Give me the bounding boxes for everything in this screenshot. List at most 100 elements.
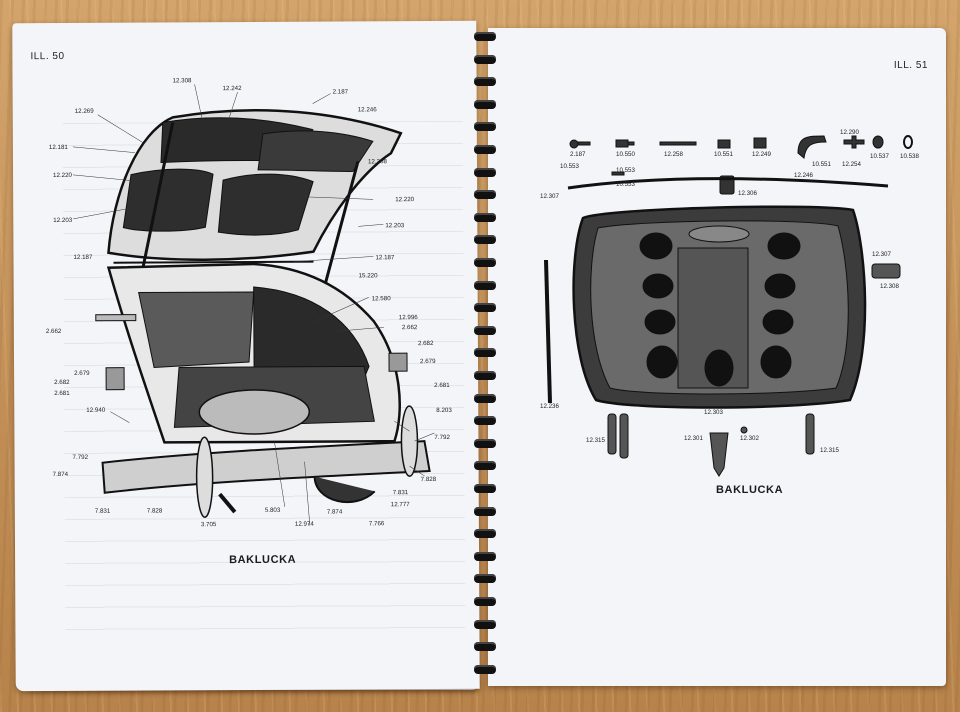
part-number-label: 12.269 xyxy=(75,108,95,115)
binding-coil xyxy=(474,574,496,584)
part-number-label: 7.828 xyxy=(147,507,163,514)
left-page: ILL. 50 xyxy=(12,20,480,692)
part-number-label: 12.974 xyxy=(295,521,315,528)
part-number-label: 12.777 xyxy=(391,501,411,508)
part-number-label: 12.203 xyxy=(53,217,73,224)
illustration-caption-right: BAKLUCKA xyxy=(716,484,784,496)
binding-coil xyxy=(474,258,496,267)
part-number-label: 10.538 xyxy=(900,153,919,160)
part-number-label: 12.187 xyxy=(375,254,395,261)
binding-coil xyxy=(474,619,496,629)
part-number-label: 12.254 xyxy=(842,161,861,168)
illustration-label-right: ILL. 51 xyxy=(893,60,928,71)
part-number-label: 12.246 xyxy=(358,106,378,113)
part-number-label: 12.187 xyxy=(73,254,93,261)
binding-coil xyxy=(474,597,496,606)
side-strut xyxy=(544,259,552,404)
binding-coil xyxy=(474,506,496,516)
binding-coil xyxy=(474,212,496,222)
part-number-label: 7.828 xyxy=(421,476,437,483)
open-trunk-lid xyxy=(107,108,403,328)
binding-coil xyxy=(474,438,496,448)
part-number-label: 10.553 xyxy=(616,181,635,188)
binding-coil xyxy=(474,99,496,109)
binding-coil xyxy=(474,145,496,154)
right-page: ILL. 51 xyxy=(488,28,946,686)
part-number-label: 12.203 xyxy=(385,222,405,229)
binding-coil xyxy=(474,642,496,652)
part-number-label: 12.249 xyxy=(752,151,771,158)
part-number-label: 12.580 xyxy=(372,295,392,302)
part-number-label: 7.874 xyxy=(53,471,69,478)
binding-coil xyxy=(474,551,496,561)
binding-coil xyxy=(474,32,496,41)
binding-coil xyxy=(474,371,496,380)
binding-coil xyxy=(474,54,496,64)
part-number-label: 2.187 xyxy=(333,88,349,95)
part-number-label: 12.308 xyxy=(173,77,193,84)
binding-coil xyxy=(474,348,496,358)
part-number-label: 12.996 xyxy=(399,314,419,321)
binding-coil xyxy=(474,529,496,539)
part-number-label: 15.220 xyxy=(359,272,379,279)
part-number-label: 12.301 xyxy=(684,435,703,442)
binding-coil xyxy=(474,393,496,403)
part-number-label: 12.303 xyxy=(704,409,723,416)
part-number-labels-right: 2.187 10.550 12.258 10.551 12.249 12.246… xyxy=(540,129,919,454)
part-number-label: 12.315 xyxy=(586,437,605,444)
part-number-label: 7.831 xyxy=(95,508,111,515)
illustration-caption-left: BAKLUCKA xyxy=(229,553,297,567)
part-number-label: 2.679 xyxy=(420,358,436,365)
binding-coil xyxy=(474,416,496,426)
part-number-label: 12.307 xyxy=(872,251,891,258)
car-rear-body xyxy=(95,262,431,518)
hardware-parts xyxy=(569,135,913,195)
binding-coil xyxy=(474,77,496,87)
part-number-label: 12.308 xyxy=(880,283,899,290)
part-number-label: 7.792 xyxy=(434,434,450,441)
part-number-label: 10.551 xyxy=(714,151,733,158)
part-number-label: 7.874 xyxy=(327,508,343,515)
trunk-lid-inner-panel xyxy=(572,205,867,409)
part-number-label: 2.662 xyxy=(402,324,418,331)
part-number-label: 2.681 xyxy=(54,390,70,397)
binding-coil xyxy=(474,664,496,674)
part-number-label: 2.187 xyxy=(570,151,586,158)
binding-coil xyxy=(474,303,496,313)
part-number-label: 12.940 xyxy=(86,407,106,414)
part-number-label: 12.306 xyxy=(738,190,757,197)
lid-support-rod xyxy=(567,177,889,190)
binding-coil xyxy=(474,280,496,290)
part-number-label: 10.553 xyxy=(560,163,579,170)
binding-coil xyxy=(474,461,496,471)
binding-coil xyxy=(474,122,496,132)
part-number-label: 10.550 xyxy=(616,151,635,158)
part-number-label: 10.537 xyxy=(870,153,889,160)
part-number-label: 2.682 xyxy=(54,379,70,386)
part-number-label: 12.242 xyxy=(223,85,243,92)
part-number-label: 12.307 xyxy=(540,193,559,200)
part-number-label: 12.220 xyxy=(53,172,73,179)
part-number-label: 12.220 xyxy=(395,196,415,203)
part-number-label: 7.792 xyxy=(73,454,89,461)
part-number-label: 12.258 xyxy=(664,151,683,158)
part-number-label: 12.302 xyxy=(740,435,759,442)
part-number-label: 7.831 xyxy=(393,489,409,496)
part-number-label: 2.681 xyxy=(434,382,450,389)
trunk-lid-illustration: 12.308 12.242 2.187 12.246 12.269 12.181… xyxy=(46,77,452,528)
part-number-label: 10.551 xyxy=(812,161,831,168)
binding-coil xyxy=(474,190,496,200)
binding-coil xyxy=(474,484,496,493)
part-number-label: 2.679 xyxy=(74,370,90,377)
part-number-label: 2.682 xyxy=(418,340,434,347)
binding-coil xyxy=(474,235,496,245)
binding-coil xyxy=(474,325,496,335)
part-number-label: 12.290 xyxy=(840,129,859,136)
part-number-label: 12.308 xyxy=(368,158,388,165)
part-number-label: 12.315 xyxy=(820,447,839,454)
part-number-label: 3.705 xyxy=(201,521,217,528)
spiral-binding xyxy=(468,24,498,690)
part-number-labels-left: 12.308 12.242 2.187 12.246 12.269 12.181… xyxy=(46,77,452,528)
part-number-label: 12.246 xyxy=(794,172,813,179)
part-number-label: 7.766 xyxy=(369,520,385,527)
